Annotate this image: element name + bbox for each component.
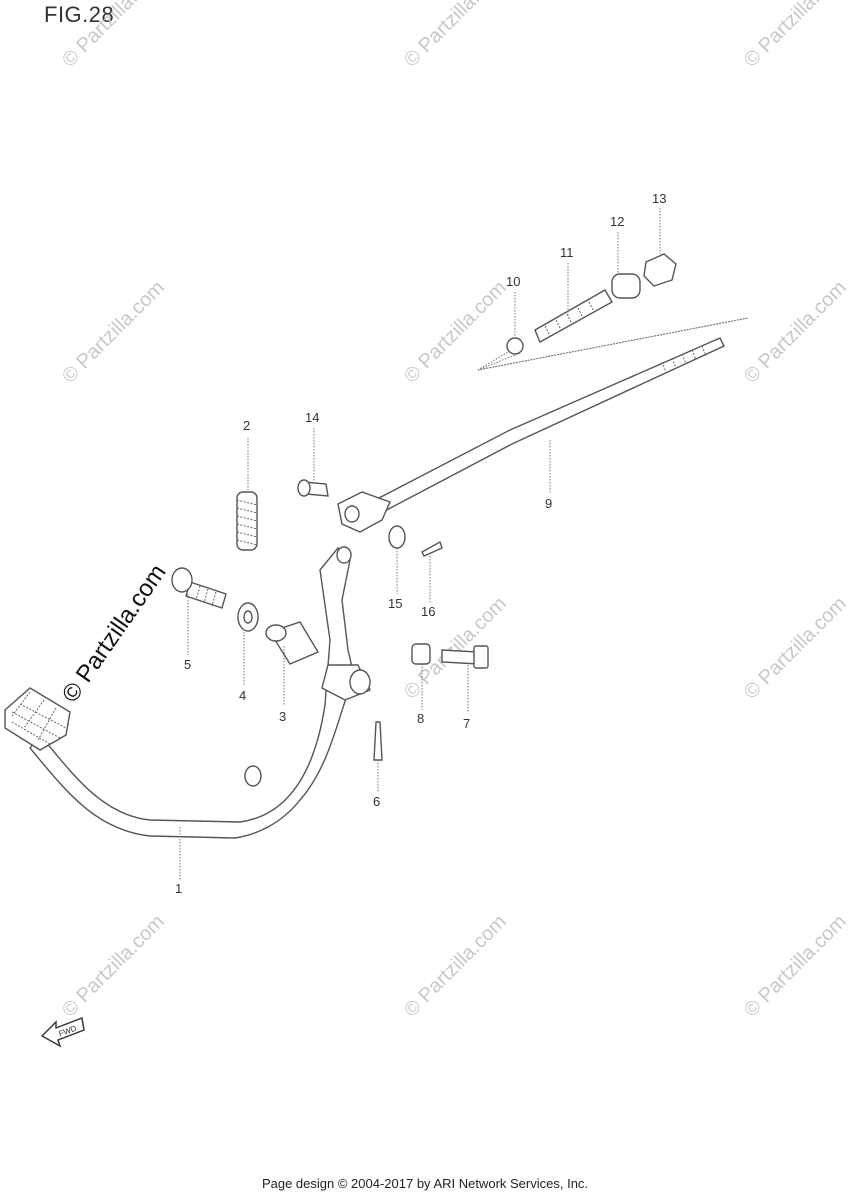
leader-lines [179,208,661,880]
watermark: © Partzilla.com [740,0,850,72]
pivot-sleeve[interactable] [265,621,320,665]
callout-2: 2 [243,418,250,433]
callout-14: 14 [305,410,319,425]
page-footer: Page design © 2004-2017 by ARI Network S… [261,1176,589,1191]
brake-pedal[interactable] [4,546,371,839]
bolt-7[interactable] [441,645,489,669]
callout-7: 7 [463,716,470,731]
figure-title: FIG.28 [44,2,115,27]
adjust-nut[interactable] [643,253,677,287]
washer-15[interactable] [388,525,406,549]
fwd-arrow-icon: FWD [40,1017,85,1048]
watermark: © Partzilla.com [58,911,169,1022]
nut-8[interactable] [411,643,431,665]
watermark-main: © Partzilla.com [57,559,172,707]
callout-6: 6 [373,794,380,809]
washer-4-hole [243,610,253,624]
washer-10[interactable] [506,337,524,355]
callout-12: 12 [610,214,624,229]
callout-16: 16 [421,604,435,619]
watermark: © Partzilla.com [58,0,169,72]
brake-rod[interactable] [337,337,725,533]
exploded-bracket-line [477,317,749,371]
watermark: © Partzilla.com [400,277,511,388]
callout-5: 5 [184,657,191,672]
cotter-pin-16[interactable] [421,540,443,557]
callout-11: 11 [560,245,574,260]
watermark: © Partzilla.com [740,277,850,388]
exploded-bracket [477,317,749,371]
watermark: © Partzilla.com [400,0,511,72]
pivot-bolt[interactable] [171,567,227,609]
watermark-layer: © Partzilla.com © Partzilla.com © Partzi… [57,0,850,1022]
callout-15: 15 [388,596,402,611]
callout-10: 10 [506,274,520,289]
rod-joint[interactable] [611,273,641,299]
callout-9: 9 [545,496,552,511]
callout-13: 13 [652,191,666,206]
watermark: © Partzilla.com [400,911,511,1022]
callout-labels: 1 2 3 4 5 6 7 8 9 10 11 12 13 14 15 16 [175,191,666,896]
rod-spring[interactable] [534,289,613,343]
cotter-pin-6[interactable] [373,721,383,761]
return-spring[interactable] [236,491,258,551]
callout-3: 3 [279,709,286,724]
callout-1: 1 [175,881,182,896]
clevis-pin[interactable] [297,479,329,497]
callout-8: 8 [417,711,424,726]
watermark: © Partzilla.com [740,911,850,1022]
watermark: © Partzilla.com [58,277,169,388]
watermark: © Partzilla.com [740,593,850,704]
callout-4: 4 [239,688,246,703]
